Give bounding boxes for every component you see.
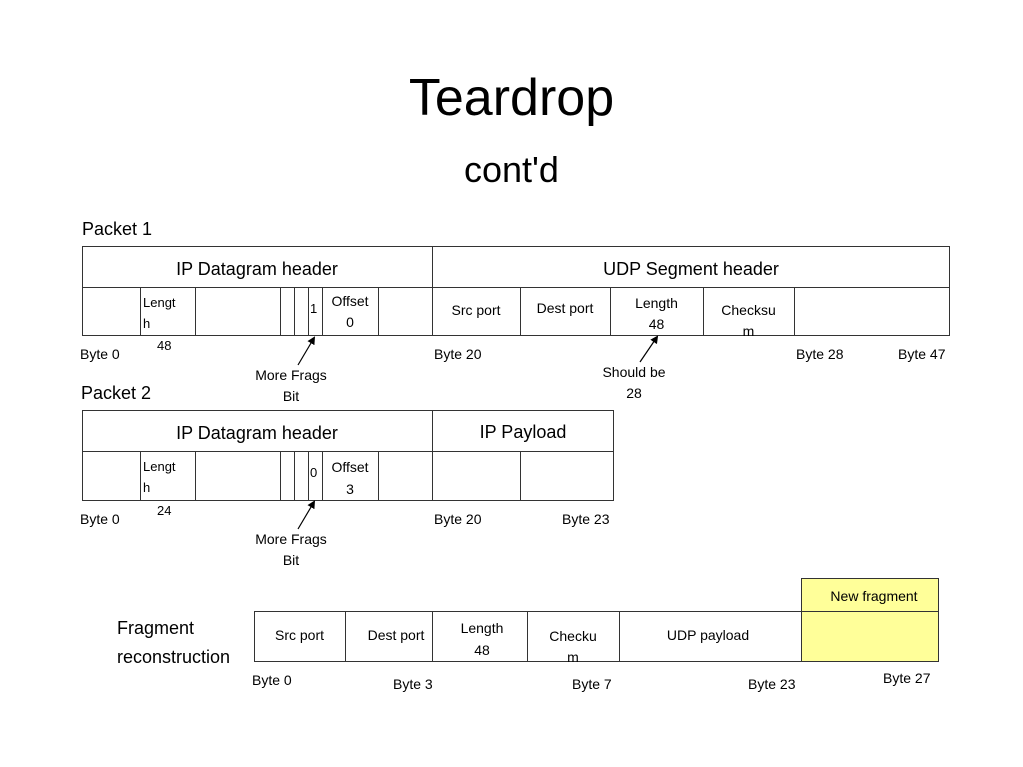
slide-subtitle: cont'd: [464, 149, 559, 190]
reconstruction-dest-port: Dest port: [367, 627, 425, 643]
packet1-should-be-note-cont: 28: [626, 385, 642, 401]
reconstruction-byte-27: Byte 27: [883, 670, 931, 686]
packet2-field-divider: [322, 451, 323, 501]
reconstruction-byte-0: Byte 0: [252, 672, 292, 688]
reconstruction-field-divider: [345, 611, 346, 662]
packet2-more-frags-note-cont: Bit: [282, 552, 300, 568]
packet1-more-frags-arrow: [297, 336, 316, 366]
packet1-ip-udp-divider: [432, 246, 433, 336]
reconstruction-label: Fragment: [117, 618, 195, 638]
packet1-field-divider: [322, 287, 323, 336]
packet1-field-divider: [794, 287, 795, 336]
reconstruction-checksum-label: Checku: [549, 628, 597, 644]
packet1-length-label-cont: h: [143, 316, 151, 331]
packet1-should-be-note: Should be: [602, 364, 666, 380]
packet1-checksum-label-cont: m: [742, 323, 755, 339]
slide-title: Teardrop: [408, 69, 615, 127]
packet2-offset-label: Offset: [331, 459, 369, 475]
packet1-field-divider: [610, 287, 611, 336]
packet2-field-divider: [280, 451, 281, 501]
reconstruction-checksum-label-cont: m: [567, 649, 579, 665]
packet2-field-divider: [308, 451, 309, 501]
reconstruction-length-value: 48: [474, 642, 490, 658]
packet1-field-row: [82, 287, 950, 336]
packet1-checksum-label: Checksu: [721, 302, 776, 318]
packet1-length-value: 48: [157, 338, 172, 353]
new-fragment-label: New fragment: [830, 588, 918, 604]
reconstruction-field-divider: [619, 611, 620, 662]
packet2-ip-header: IP Datagram header: [176, 423, 338, 443]
packet1-byte-28: Byte 28: [796, 346, 844, 362]
packet1-field-divider: [308, 287, 309, 336]
reconstruction-row: [254, 611, 939, 662]
packet1-more-frags-value: 1: [310, 301, 318, 316]
packet1-dest-port: Dest port: [536, 300, 594, 316]
packet1-field-divider: [520, 287, 521, 336]
packet1-src-port: Src port: [451, 302, 501, 318]
reconstruction-label-cont: reconstruction: [117, 647, 231, 667]
packet2-length-label-cont: h: [143, 480, 151, 495]
packet1-field-divider: [280, 287, 281, 336]
packet2-byte-23: Byte 23: [562, 511, 610, 527]
packet1-field-divider: [378, 287, 379, 336]
packet2-label: Packet 2: [81, 383, 152, 403]
packet2-offset-value: 3: [346, 481, 354, 497]
packet2-field-divider: [195, 451, 196, 501]
packet1-label: Packet 1: [82, 219, 153, 239]
packet2-field-divider: [378, 451, 379, 501]
packet1-should-be-arrow: [639, 335, 659, 363]
packet2-ip-payload-divider: [432, 410, 433, 501]
reconstruction-udp-payload: UDP payload: [666, 627, 750, 643]
reconstruction-field-divider: [801, 611, 802, 662]
packet1-offset-label: Offset: [331, 293, 369, 309]
reconstruction-src-port: Src port: [274, 627, 324, 643]
packet2-field-divider: [520, 451, 521, 501]
packet1-field-divider: [294, 287, 295, 336]
packet2-field-divider: [294, 451, 295, 501]
packet2-more-frags-arrow: [297, 500, 316, 530]
packet2-length-value: 24: [157, 503, 172, 518]
packet1-more-frags-note: More Frags: [255, 367, 327, 383]
packet2-field-row: [82, 451, 614, 501]
packet1-udp-header: UDP Segment header: [603, 259, 779, 279]
packet2-more-frags-note: More Frags: [255, 531, 327, 547]
packet2-byte-20: Byte 20: [434, 511, 482, 527]
packet1-offset-value: 0: [346, 314, 354, 330]
packet2-length-label: Lengt: [143, 459, 176, 474]
reconstruction-field-divider: [527, 611, 528, 662]
packet1-ip-header: IP Datagram header: [176, 259, 338, 279]
packet1-byte-47: Byte 47: [898, 346, 946, 362]
packet2-ip-payload: IP Payload: [479, 422, 567, 442]
packet2-byte-0: Byte 0: [80, 511, 120, 527]
packet1-byte-20: Byte 20: [434, 346, 482, 362]
reconstruction-byte-23: Byte 23: [748, 676, 796, 692]
packet1-udp-length-value: 48: [648, 316, 665, 332]
packet1-udp-length-label: Length: [635, 295, 678, 311]
reconstruction-length-label: Length: [460, 620, 504, 636]
reconstruction-field-divider: [432, 611, 433, 662]
packet1-byte-0: Byte 0: [80, 346, 120, 362]
new-fragment-box: [801, 578, 939, 662]
packet1-field-divider: [140, 287, 141, 336]
packet2-field-divider: [140, 451, 141, 501]
packet1-more-frags-note-cont: Bit: [282, 388, 300, 404]
packet2-more-frags-value: 0: [310, 465, 318, 480]
packet1-field-divider: [703, 287, 704, 336]
packet1-field-divider: [195, 287, 196, 336]
packet1-length-label: Lengt: [143, 295, 176, 310]
reconstruction-byte-3: Byte 3: [393, 676, 433, 692]
reconstruction-byte-7: Byte 7: [572, 676, 612, 692]
